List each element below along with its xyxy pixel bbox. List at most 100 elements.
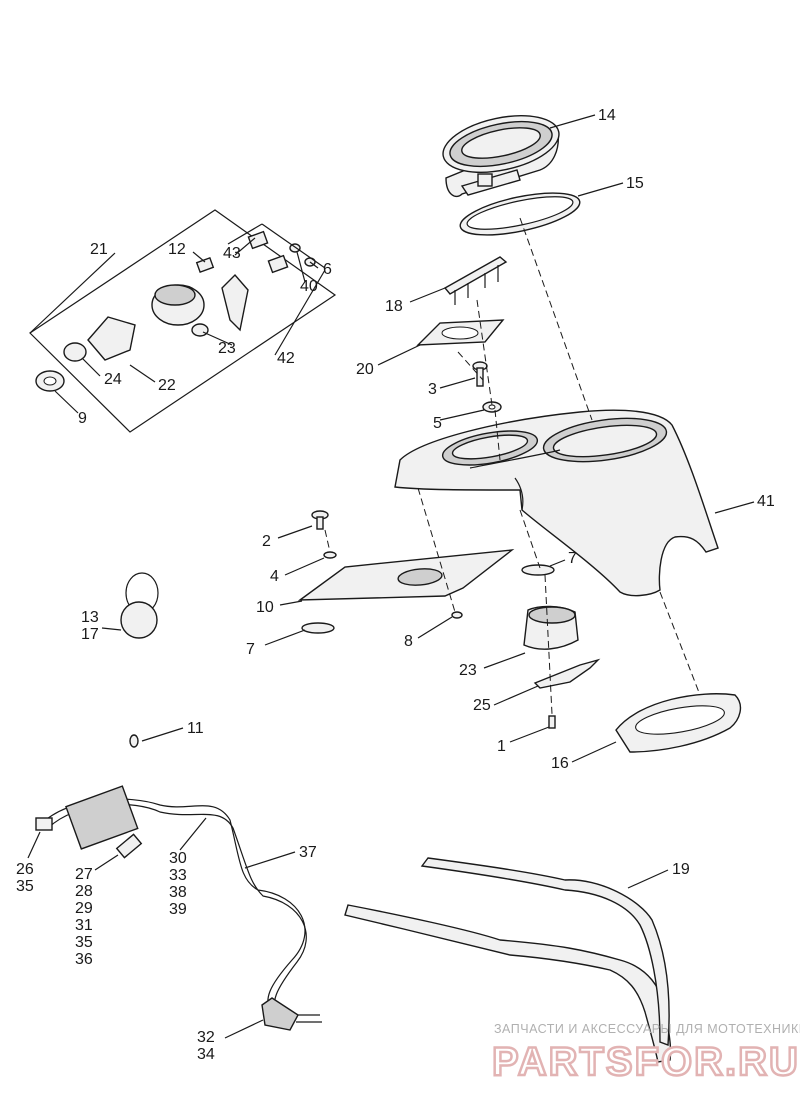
callout-24: 24: [104, 371, 122, 388]
callout-line: 27: [75, 866, 93, 883]
callout-line: 38: [169, 884, 187, 901]
cap-with-tether: [120, 572, 159, 639]
callout-line: 30: [169, 850, 187, 867]
callout-line: 28: [75, 883, 93, 900]
watermark-brand: PARTSFOR.RU: [492, 1040, 800, 1084]
callout-line: 36: [75, 951, 93, 968]
callout-line: 42: [277, 350, 295, 367]
callout-7-left: 7: [246, 641, 255, 658]
callout-line: 40: [300, 278, 318, 295]
grommet-7-right: [521, 564, 555, 576]
callout-8: 8: [404, 633, 413, 650]
gasket-plate-20: [416, 319, 505, 346]
callout-line: 5: [433, 415, 442, 432]
callout-line: 15: [626, 175, 644, 192]
callout-line: 17: [81, 626, 99, 643]
grommet-7-left: [301, 622, 335, 634]
callout-25: 25: [473, 697, 491, 714]
callout-line: 39: [169, 901, 187, 918]
callout-37: 37: [299, 844, 317, 861]
callout-line: 41: [757, 493, 775, 510]
callout-line: 8: [404, 633, 413, 650]
callout-line: 12: [168, 241, 186, 258]
callout-line: 37: [299, 844, 317, 861]
screw-1: [548, 715, 556, 729]
callout-18: 18: [385, 298, 403, 315]
callout-line: 19: [672, 861, 690, 878]
callout-line: 4: [270, 568, 279, 585]
watermark-tagline: ЗАПЧАСТИ И АКСЕССУАРЫ ДЛЯ МОТОТЕХНИКИ: [494, 1022, 800, 1036]
callout-14: 14: [598, 107, 616, 124]
callout-line: 18: [385, 298, 403, 315]
callout-40: 40: [300, 278, 318, 295]
callout-line: 7: [246, 641, 255, 658]
console-housing: [394, 409, 719, 597]
callout-42: 42: [277, 350, 295, 367]
callout-11: 11: [187, 720, 204, 737]
callout-line: 31: [75, 917, 93, 934]
callout-line: 23: [459, 662, 477, 679]
callout-line: 3: [428, 381, 437, 398]
callout-line: 14: [598, 107, 616, 124]
callout-line: 10: [256, 599, 274, 616]
nut-8: [451, 611, 463, 619]
callout-7-right: 7: [568, 550, 577, 567]
alignment-lines: [324, 217, 701, 715]
callout-22: 22: [158, 377, 176, 394]
callout-15: 15: [626, 175, 644, 192]
callout-16: 16: [551, 755, 569, 772]
callout-23-lower: 23: [459, 662, 477, 679]
leader-lines: [27, 114, 755, 1039]
screw-2: [311, 510, 329, 530]
callout-line: 21: [90, 241, 108, 258]
speedometer-gauge: [442, 115, 560, 198]
callout-line: 16: [551, 755, 569, 772]
bulb-11: [129, 734, 139, 748]
callout-line: 35: [16, 878, 34, 895]
callout-line: 33: [169, 867, 187, 884]
ignition-switch-assembly: [29, 209, 337, 433]
callout-line: 2: [262, 533, 271, 550]
callout-line: 29: [75, 900, 93, 917]
callout-line: 23: [218, 340, 236, 357]
callout-line: 32: [197, 1029, 215, 1046]
callout-line: 1: [497, 738, 506, 755]
callout-line: 26: [16, 861, 34, 878]
callout-line: 7: [568, 550, 577, 567]
callout-19: 19: [672, 861, 690, 878]
callout-line: 13: [81, 609, 99, 626]
wiring-harness-37: [35, 785, 322, 1031]
callout-21: 21: [90, 241, 108, 258]
callout-4: 4: [270, 568, 279, 585]
callout-10: 10: [256, 599, 274, 616]
callout-line: 11: [187, 720, 204, 737]
callout-1: 1: [497, 738, 506, 755]
callout-line: 24: [104, 371, 122, 388]
trim-strip-19: [344, 857, 672, 1063]
callout-line: 35: [75, 934, 93, 951]
callout-line: 6: [323, 261, 332, 278]
gauge-gasket: [459, 192, 581, 236]
washer-4: [323, 551, 337, 559]
callout-43: 43: [223, 245, 241, 262]
callout-line: 34: [197, 1046, 215, 1063]
callout-line: 9: [78, 410, 87, 427]
callout-23-inset: 23: [218, 340, 236, 357]
callout-line: 43: [223, 245, 241, 262]
mounting-plate-10: [297, 549, 515, 601]
callout-line: 22: [158, 377, 176, 394]
callout-12: 12: [168, 241, 186, 258]
callout-5: 5: [433, 415, 442, 432]
callout-9: 9: [78, 410, 87, 427]
callout-3: 3: [428, 381, 437, 398]
callout-line: 20: [356, 361, 374, 378]
module-23-lower: [523, 605, 579, 650]
trim-ring-16: [615, 693, 742, 753]
bracket-25: [533, 658, 601, 689]
